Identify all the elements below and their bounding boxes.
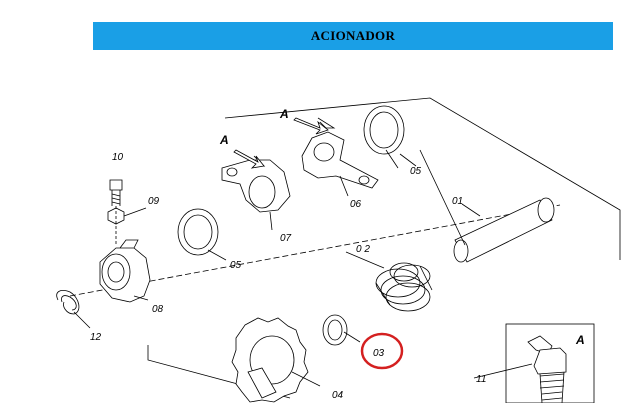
title-banner: ACIONADOR [93,22,613,50]
label-12: 12 [90,332,102,343]
highlight-circle-part-03 [360,332,404,370]
view-label-a3: A [575,333,585,347]
part-05-washer-lower[interactable] [177,208,219,256]
detail-view-a [505,323,595,403]
part-06-cam-lever[interactable] [301,117,379,189]
label-01: 01 [452,196,463,207]
part-10-bolt[interactable] [109,179,123,245]
label-11: 11 [476,374,486,385]
label-05-lower: 05 [230,260,242,271]
label-08: 08 [152,304,164,315]
label-03: 03 [373,348,385,359]
part-11-grease-fitting[interactable] [527,335,567,403]
assembly-axis [69,204,561,297]
label-05-upper: 05 [410,166,422,177]
part-04-sprocket[interactable] [231,317,309,403]
part-03-washer[interactable] [322,314,348,346]
label-06: 06 [350,199,362,210]
part-12-snap-ring[interactable] [56,290,80,315]
part-08-hub[interactable] [99,239,151,303]
leader-lines [73,149,533,387]
page-title: ACIONADOR [310,28,396,43]
label-10: 10 [112,152,124,163]
label-07: 07 [280,233,292,244]
label-09: 09 [148,196,160,207]
label-02: 0 2 [356,244,370,255]
part-05-washer-upper[interactable] [363,105,405,155]
part-01-shaft[interactable] [419,149,555,263]
label-04: 04 [332,390,344,401]
view-arrow-a2 [293,117,329,135]
part-02-spring[interactable] [375,262,433,312]
view-arrow-a1 [233,149,265,169]
view-label-a1: A [219,133,229,147]
part-07-cam[interactable] [221,155,291,213]
view-label-a2: A [279,107,289,121]
